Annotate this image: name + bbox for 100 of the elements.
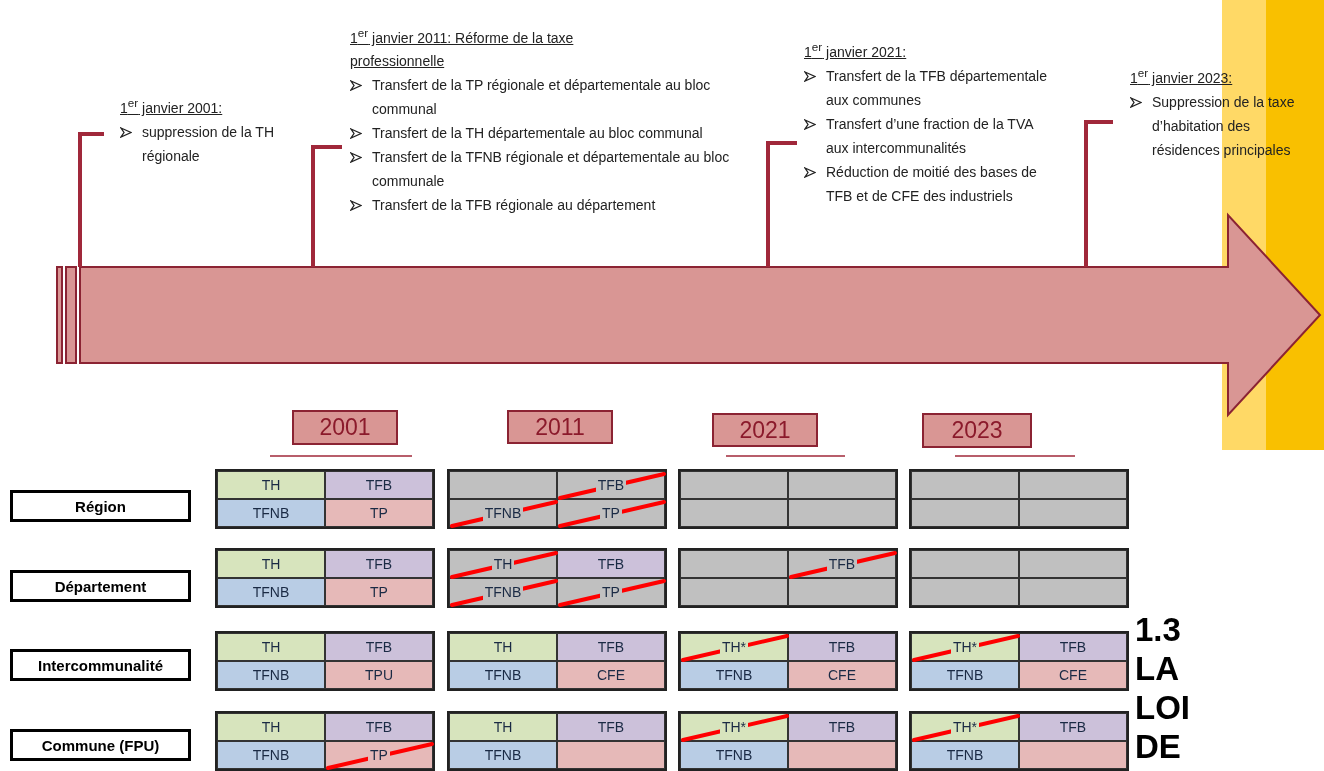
tax-cell: TFB — [325, 471, 433, 499]
tax-cell: TFNB — [449, 741, 557, 769]
tax-grid — [447, 631, 667, 691]
level-label-box: Région — [10, 490, 191, 522]
tax-grid — [215, 711, 435, 771]
date-heading: 1$^{er}$ janvier 2021: — [804, 39, 908, 62]
tax-cell: TFNB — [911, 741, 1019, 769]
tax-cell — [1019, 578, 1127, 606]
tax-cell — [788, 578, 896, 606]
year-box: 2023 — [922, 413, 1032, 448]
tax-cell: TFB — [557, 633, 665, 661]
level-label-box: Intercommunalité — [10, 649, 191, 681]
tax-cell — [680, 550, 788, 578]
tax-cell: TFNB — [680, 741, 788, 769]
year-box: 2021 — [712, 413, 818, 447]
tax-grid — [909, 711, 1129, 771]
tax-cell: TP — [325, 578, 433, 606]
tax-cell — [788, 471, 896, 499]
tax-cell: TFB — [325, 633, 433, 661]
tax-cell: TFNB — [217, 578, 325, 606]
tax-grid — [909, 469, 1129, 529]
tax-cell: TP — [557, 578, 665, 606]
tax-grid — [678, 548, 898, 608]
tax-cell: TFNB — [217, 661, 325, 689]
tax-cell — [911, 578, 1019, 606]
tax-cell: TH — [449, 633, 557, 661]
tax-cell: TP — [557, 499, 665, 527]
bullet-text: Transfert de la TP régionale et départementale au bloc communal — [372, 75, 712, 119]
tax-cell: TFNB — [217, 741, 325, 769]
bullet-text: Transfert de la TFB départementale aux communes — [826, 66, 1048, 110]
tax-cell: TH — [217, 713, 325, 741]
tax-cell: TFB — [325, 550, 433, 578]
tax-grid — [909, 548, 1129, 608]
tax-cell — [1019, 550, 1127, 578]
bullet-text: Réduction de moitié des bases de TFB et de CFE des industriels — [826, 162, 1038, 206]
tax-cell: TFB — [788, 633, 896, 661]
tax-grid — [447, 711, 667, 771]
tax-cell — [1019, 471, 1127, 499]
tax-cell: TFB — [788, 713, 896, 741]
tax-cell: TH — [449, 713, 557, 741]
tax-grid — [215, 631, 435, 691]
tax-cell — [911, 550, 1019, 578]
tax-grid — [909, 631, 1129, 691]
tax-grid — [447, 548, 667, 608]
tax-cell — [1019, 741, 1127, 769]
bullet-text: Transfert de la TFNB régionale et départementale au bloc communale — [372, 147, 731, 191]
tax-cell — [788, 499, 896, 527]
tax-cell — [911, 499, 1019, 527]
tax-cell: TFB — [557, 471, 665, 499]
tax-cell: TFNB — [217, 499, 325, 527]
tax-cell: TP — [325, 741, 433, 769]
tax-grid — [678, 631, 898, 691]
bullet-text: suppression de la TH régionale — [142, 122, 276, 166]
tax-cell: TFB — [557, 550, 665, 578]
year-box: 2001 — [292, 410, 398, 445]
tax-cell: TFB — [1019, 713, 1127, 741]
tax-cell: TH — [217, 471, 325, 499]
tax-cell: TP — [325, 499, 433, 527]
tax-cell — [680, 471, 788, 499]
tax-cell: TH — [449, 550, 557, 578]
tax-cell: TH* — [680, 713, 788, 741]
date-heading: 1$^{er}$ janvier 2011: Réforme de la taxe professionnelle — [350, 25, 575, 71]
tax-cell — [557, 741, 665, 769]
tax-grid — [678, 711, 898, 771]
tax-grid — [447, 469, 667, 529]
tax-cell: TH* — [680, 633, 788, 661]
tax-cell — [449, 471, 557, 499]
tax-cell — [1019, 499, 1127, 527]
level-label-box: Département — [10, 570, 191, 602]
bullet-text: Transfert de la TFB régionale au département — [372, 195, 656, 215]
tax-cell: TPU — [325, 661, 433, 689]
tax-cell: TH — [217, 550, 325, 578]
tax-cell: CFE — [788, 661, 896, 689]
section-heading: 1.3 LA LOI DE — [1135, 610, 1191, 766]
bullet-text: Transfert de la TH départementale au bloc communal — [372, 123, 703, 143]
tax-cell — [911, 471, 1019, 499]
tax-cell: CFE — [1019, 661, 1127, 689]
tax-cell: TH* — [911, 713, 1019, 741]
tax-cell: CFE — [557, 661, 665, 689]
tax-cell: TFB — [557, 713, 665, 741]
date-heading: 1$^{er}$ janvier 2001: — [120, 95, 224, 118]
bullet-text: Transfert d’une fraction de la TVA aux intercommunalités — [826, 114, 1035, 158]
tax-grid — [678, 469, 898, 529]
tax-grid — [215, 548, 435, 608]
tax-cell: TFB — [325, 713, 433, 741]
tax-cell: TFNB — [911, 661, 1019, 689]
tax-cell: TFNB — [449, 499, 557, 527]
level-label-box: Commune (FPU) — [10, 729, 191, 761]
tax-cell: TFNB — [449, 578, 557, 606]
tax-cell: TFB — [788, 550, 896, 578]
tax-cell — [680, 499, 788, 527]
tax-cell: TFB — [1019, 633, 1127, 661]
year-box: 2011 — [507, 410, 613, 444]
tax-cell — [788, 741, 896, 769]
tax-grid — [215, 469, 435, 529]
tax-cell: TFNB — [449, 661, 557, 689]
tax-cell: TH — [217, 633, 325, 661]
tax-cell — [680, 578, 788, 606]
tax-cell: TFNB — [680, 661, 788, 689]
tax-cell: TH* — [911, 633, 1019, 661]
